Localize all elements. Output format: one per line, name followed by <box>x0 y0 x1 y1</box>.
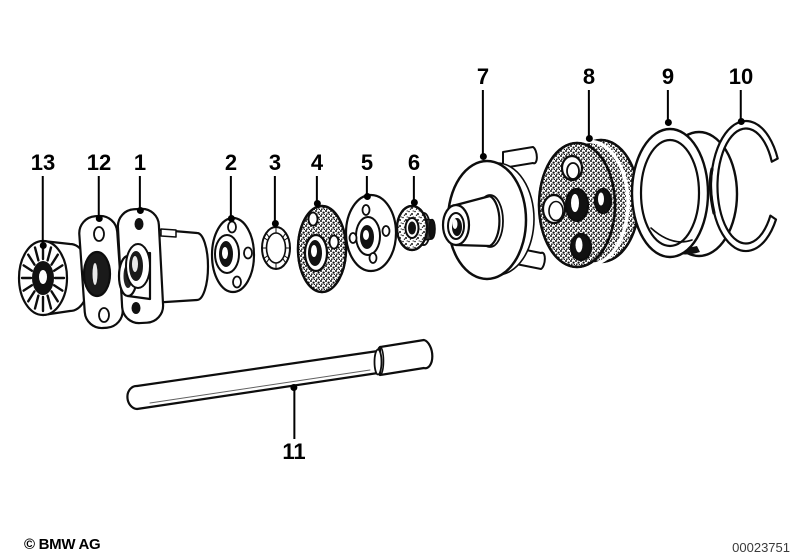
callout-5-number[interactable]: 5 <box>360 150 374 175</box>
callout-6-number[interactable]: 6 <box>407 150 421 175</box>
callout-4[interactable]: 4 <box>311 150 323 207</box>
callout-7-number[interactable]: 7 <box>476 64 490 89</box>
callout-13[interactable]: 13 <box>31 150 55 249</box>
leader-dot <box>410 199 418 206</box>
leader-line <box>482 90 484 154</box>
callout-9[interactable]: 9 <box>662 64 674 126</box>
leader-dot <box>290 384 298 391</box>
callout-8[interactable]: 8 <box>583 64 595 142</box>
leader-dot <box>227 215 235 222</box>
callout-2[interactable]: 2 <box>225 150 237 222</box>
leader-line <box>41 176 44 243</box>
leader-line <box>413 176 415 200</box>
leader-line <box>739 90 742 119</box>
callout-1-number[interactable]: 1 <box>133 150 147 175</box>
callout-3-number[interactable]: 3 <box>268 150 282 175</box>
leader-line <box>366 176 368 194</box>
part-7-coupling-hub-drawing <box>441 146 546 281</box>
callout-11-number[interactable]: 11 <box>282 439 306 464</box>
leader-line <box>274 176 276 221</box>
callout-10-number[interactable]: 10 <box>728 64 754 89</box>
callout-6[interactable]: 6 <box>408 150 420 206</box>
callout-12-number[interactable]: 12 <box>86 150 112 175</box>
leader-dot <box>737 118 745 125</box>
part-2-flange-disc-drawing <box>210 216 256 294</box>
leader-line <box>316 176 318 201</box>
leader-dot <box>39 242 47 249</box>
callout-8-number[interactable]: 8 <box>582 64 596 89</box>
leader-dot <box>271 220 279 227</box>
leader-dot <box>95 215 103 222</box>
part-3-lock-ring-drawing <box>261 226 291 270</box>
callout-10[interactable]: 10 <box>729 64 753 125</box>
leader-line <box>588 90 590 136</box>
callout-13-number[interactable]: 13 <box>30 150 56 175</box>
callout-12[interactable]: 12 <box>87 150 111 222</box>
callout-9-number[interactable]: 9 <box>661 64 675 89</box>
part-12-companion-flange-drawing <box>78 214 124 330</box>
callout-3[interactable]: 3 <box>269 150 281 227</box>
callout-7[interactable]: 7 <box>477 64 489 160</box>
part-11-drive-shaft-drawing <box>126 338 434 411</box>
leader-line <box>230 176 232 216</box>
leader-line <box>292 390 295 439</box>
leader-line <box>97 176 100 216</box>
leader-dot <box>585 135 593 142</box>
part-5-flange-washer-drawing <box>344 193 398 273</box>
part-10-snap-ring-drawing <box>708 119 779 253</box>
callout-4-number[interactable]: 4 <box>310 150 324 175</box>
callout-1[interactable]: 1 <box>134 150 146 214</box>
leader-dot <box>479 153 487 160</box>
part-9-retaining-band-drawing <box>630 127 739 259</box>
leader-line <box>667 90 669 120</box>
leader-dot <box>313 200 321 207</box>
drawing-number: 00023751 <box>732 540 790 555</box>
leader-line <box>139 176 141 208</box>
callout-11[interactable]: 11 <box>282 384 306 465</box>
leader-dot <box>363 193 371 200</box>
callout-5[interactable]: 5 <box>361 150 373 200</box>
part-6-bushing-drawing <box>395 204 436 252</box>
part-4-damper-disc-drawing <box>296 204 348 294</box>
part-8-flex-disc-drawing <box>537 138 641 269</box>
leader-dot <box>136 207 144 214</box>
callout-2-number[interactable]: 2 <box>224 150 238 175</box>
leader-dot <box>664 119 672 126</box>
copyright-notice: © BMW AG <box>24 536 101 553</box>
part-1-flange-housing-drawing <box>116 207 210 325</box>
